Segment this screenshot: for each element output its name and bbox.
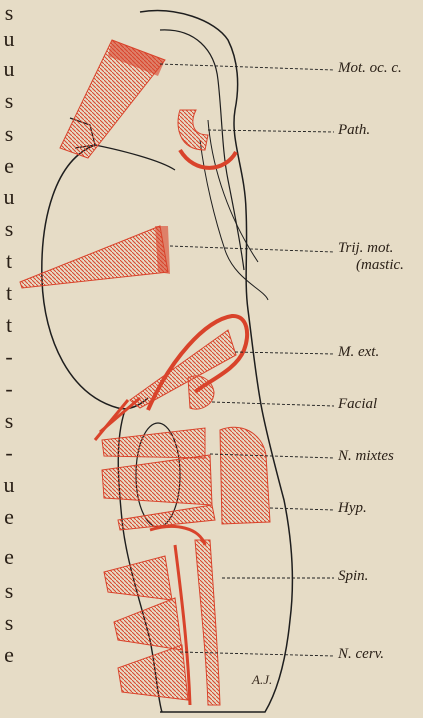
label-mot-oc: Mot. oc. c. — [338, 60, 402, 77]
leader-m-ext — [235, 352, 334, 354]
leader-n-cerv — [180, 652, 334, 656]
leader-facial — [212, 402, 334, 406]
nerve-mot-oc — [60, 40, 165, 158]
leader-trij — [170, 246, 334, 252]
artist-signature: A.J. — [252, 672, 272, 688]
leader-mot-oc — [160, 64, 334, 70]
label-spin: Spin. — [338, 568, 368, 585]
label-n-mixtes: N. mixtes — [338, 448, 394, 465]
nerve-hyp — [118, 505, 215, 545]
label-trij-line1: Trij. mot. — [338, 240, 393, 257]
nerve-path — [178, 110, 236, 168]
label-hyp: Hyp. — [338, 500, 367, 517]
inner-outline — [208, 120, 258, 262]
leader-hyp — [270, 508, 334, 510]
nerve-n-cerv — [104, 556, 188, 700]
label-trij-line2: (mastic. — [356, 257, 404, 274]
leader-path — [208, 130, 334, 132]
vesicle-outline — [95, 145, 175, 170]
label-m-ext: M. ext. — [338, 344, 379, 361]
label-facial: Facial — [338, 396, 377, 413]
label-path: Path. — [338, 122, 370, 139]
nerve-m-ext — [130, 316, 247, 410]
label-n-cerv: N. cerv. — [338, 646, 384, 663]
